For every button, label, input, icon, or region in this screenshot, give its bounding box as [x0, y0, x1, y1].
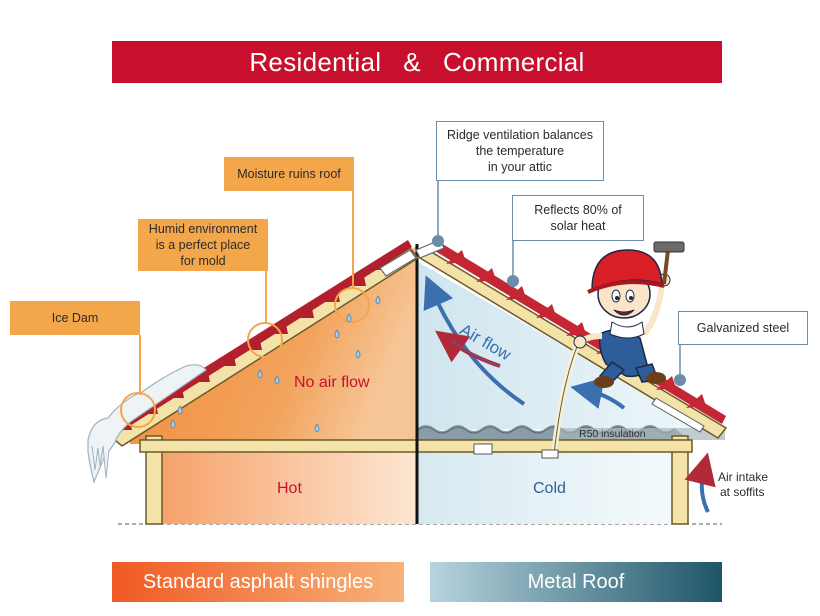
footer-left-bg	[112, 562, 404, 602]
callout-humid-line1: Humid environment	[148, 222, 258, 236]
label-air-intake: Air intake at soffits	[718, 470, 768, 500]
callout-ice-dam-text: Ice Dam	[51, 311, 99, 325]
footer-standard-shingles: Standard asphalt shingles	[142, 571, 374, 593]
footer-right-bg	[430, 562, 722, 602]
footer-metal-roof: Metal Roof	[527, 571, 625, 593]
callout-moisture: Moisture ruins roof	[224, 157, 354, 191]
air-arrow-3	[570, 377, 626, 410]
callout-humid-line2: is a perfect place	[155, 238, 251, 252]
cold-room	[418, 450, 674, 524]
callout-humid-line3: for mold	[180, 254, 226, 268]
callout-ridge-line3: in your attic	[488, 160, 552, 174]
callout-galvanized-text: Galvanized steel	[696, 321, 790, 335]
title-right: Commercial	[442, 47, 585, 77]
soffit-arrow	[684, 452, 716, 513]
label-air-intake-line1: Air intake	[718, 470, 769, 484]
hot-room	[162, 450, 416, 524]
cold-attic	[418, 262, 705, 430]
ice-dam-marker	[120, 392, 156, 428]
callout-galvanized: Galvanized steel	[678, 311, 808, 345]
title-ampersand: &	[403, 47, 421, 77]
callout-reflects: Reflects 80% of solar heat	[512, 195, 644, 241]
callout-humid: Humid environment is a perfect place for…	[138, 219, 268, 271]
label-air-intake-line2: at soffits	[720, 485, 765, 499]
callout-reflects-line1: Reflects 80% of	[534, 203, 622, 217]
callout-ridge-line1: Ridge ventilation balances	[447, 128, 593, 142]
worker-mascot	[573, 241, 685, 388]
label-no-air-flow: No air flow	[294, 374, 370, 391]
label-cold: Cold	[533, 480, 566, 497]
title-left: Residential	[249, 47, 382, 77]
left-wall-post	[145, 435, 163, 525]
callout-moisture-text: Moisture ruins roof	[237, 167, 341, 181]
callout-connectors-orange	[139, 190, 354, 395]
label-hot: Hot	[277, 480, 302, 497]
callout-connectors-blue	[437, 180, 681, 374]
snow-ice	[87, 364, 207, 484]
ridge-cap	[379, 249, 417, 277]
label-insulation: R50 insulation	[579, 428, 646, 440]
water-droplets	[170, 295, 381, 433]
title-banner: Residential&Commercial	[112, 41, 722, 83]
callout-ridge-line2: the temperature	[475, 144, 565, 158]
callout-ridge: Ridge ventilation balances the temperatu…	[436, 121, 604, 181]
callout-reflects-line2: solar heat	[550, 219, 606, 233]
callout-ice-dam: Ice Dam	[10, 301, 140, 335]
